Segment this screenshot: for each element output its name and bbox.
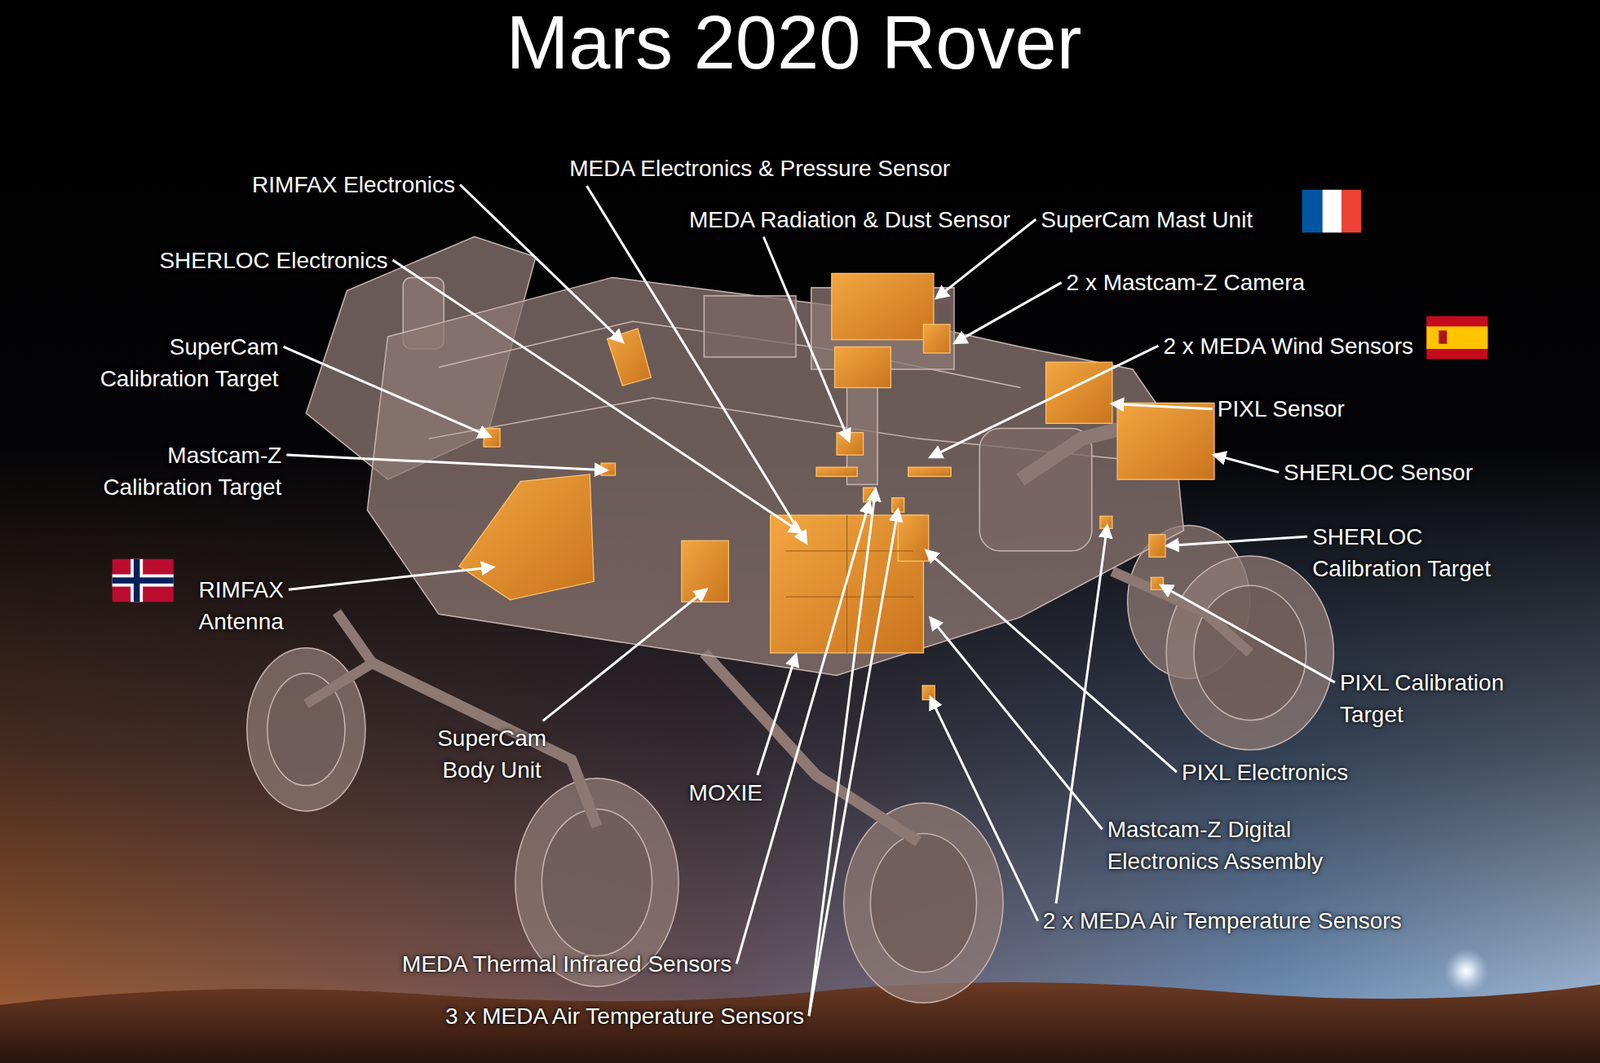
leader-line bbox=[763, 237, 849, 442]
leader-line bbox=[1214, 455, 1279, 473]
leader-line bbox=[1112, 404, 1213, 410]
leader-line bbox=[543, 589, 707, 721]
part-label: PIXL Calibration Target bbox=[1339, 667, 1508, 731]
leader-line bbox=[1166, 536, 1308, 546]
leader-line bbox=[283, 346, 491, 437]
leader-line bbox=[736, 502, 870, 965]
part-label: PIXL Sensor bbox=[1217, 393, 1345, 425]
part-label: SuperCam Mast Unit bbox=[1040, 203, 1253, 236]
flag-norway bbox=[112, 559, 174, 603]
part-label: Mastcam-Z Calibration Target bbox=[100, 439, 282, 504]
leader-line bbox=[288, 567, 494, 591]
part-label: PIXL Electronics bbox=[1181, 756, 1349, 789]
part-label: 2 x Mastcam-Z Camera bbox=[1066, 266, 1306, 299]
leader-line bbox=[926, 551, 1177, 774]
part-label: SHERLOC Sensor bbox=[1283, 456, 1473, 489]
part-label: MEDA Electronics & Pressure Sensor bbox=[569, 152, 951, 185]
leader-line bbox=[808, 510, 898, 1017]
part-label: 2 x MEDA Wind Sensors bbox=[1162, 330, 1414, 363]
part-label: 3 x MEDA Air Temperature Sensors bbox=[445, 1000, 805, 1033]
part-label: SuperCam Body Unit bbox=[436, 722, 549, 787]
leader-line bbox=[286, 455, 606, 471]
title: Mars 2020 Rover bbox=[506, 1, 1083, 84]
part-label: RIMFAX Electronics bbox=[251, 168, 456, 201]
leader-line bbox=[954, 282, 1061, 344]
leader-line bbox=[1161, 585, 1335, 683]
leader-line bbox=[808, 490, 876, 1017]
part-label: SHERLOC Calibration Target bbox=[1312, 521, 1494, 585]
leader-line bbox=[930, 345, 1159, 457]
flag-spain bbox=[1426, 316, 1488, 360]
part-label: SuperCam Calibration Target bbox=[97, 331, 279, 395]
part-label: MOXIE bbox=[689, 777, 763, 809]
leader-line bbox=[757, 654, 796, 775]
leader-line bbox=[586, 185, 806, 544]
flag-france bbox=[1302, 190, 1362, 234]
leader-line bbox=[930, 618, 1102, 830]
part-label: RIMFAX Antenna bbox=[195, 574, 284, 638]
part-label: Mastcam-Z Digital Electronics Assembly bbox=[1107, 813, 1326, 878]
leader-line bbox=[930, 698, 1039, 922]
part-label: 2 x MEDA Air Temperature Sensors bbox=[1043, 905, 1402, 938]
leader-line bbox=[459, 184, 623, 342]
part-label: SHERLOC Electronics bbox=[159, 244, 388, 277]
leader-line bbox=[392, 260, 801, 533]
leader-line bbox=[1056, 526, 1108, 905]
part-label: MEDA Thermal Infrared Sensors bbox=[402, 948, 732, 981]
part-label: MEDA Radiation & Dust Sensor bbox=[689, 203, 1011, 236]
